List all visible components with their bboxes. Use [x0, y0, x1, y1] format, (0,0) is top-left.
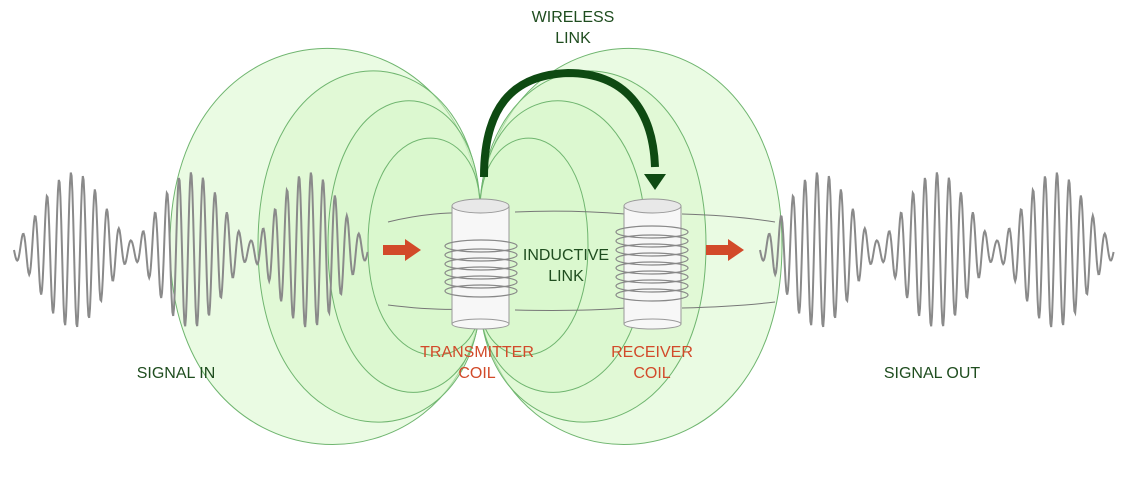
inductive-link-label-2: LINK — [548, 268, 584, 285]
signal-in-label: SIGNAL IN — [137, 365, 216, 382]
right-arrow-icon — [383, 239, 421, 261]
inductive-link-label: INDUCTIVE — [523, 247, 609, 264]
signal-out-waveform — [759, 172, 1115, 328]
receiver-coil-label: RECEIVER — [611, 344, 693, 361]
signal-in-waveform — [13, 172, 369, 328]
wireless-link-label-2: LINK — [555, 30, 591, 47]
curved-arrow-icon — [480, 68, 659, 178]
transmitter-coil-label: TRANSMITTER — [420, 344, 534, 361]
receiver-coil — [615, 198, 689, 330]
transmitter-coil-label-2: COIL — [458, 365, 495, 382]
receiver-field-lines — [479, 48, 783, 445]
wireless-link-label: WIRELESS — [532, 9, 615, 26]
receiver-coil-label-2: COIL — [633, 365, 670, 382]
transmitter-coil — [444, 198, 518, 330]
curved-arrow-head — [644, 174, 666, 190]
signal-out-label: SIGNAL OUT — [884, 365, 981, 382]
right-arrow-icon — [706, 239, 744, 261]
